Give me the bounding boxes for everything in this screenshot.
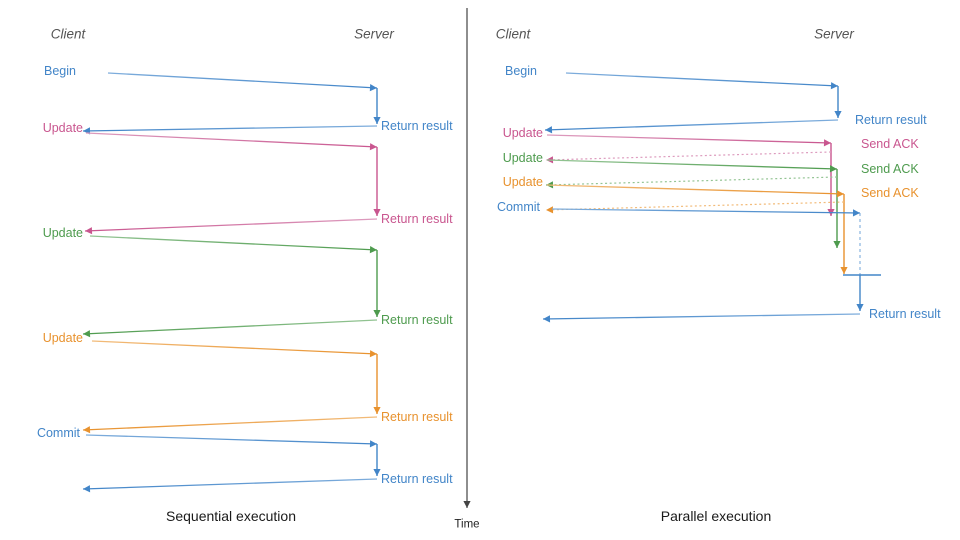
sequential-flow-update-2-request-arrowhead [369,246,377,254]
parallel-flow-update-3-hold-arrowhead [840,267,848,274]
parallel-flow-update-1-request-arrowhead [823,139,831,147]
parallel-flow-update-2-hold-arrowhead [833,241,841,248]
parallel-client-label-update2: Update [502,150,543,165]
sequential-server-header: Server [354,26,394,42]
parallel-client-label-begin: Begin [505,63,537,78]
parallel-flow-update-3-ack-line [545,201,845,211]
parallel-flow-update-1-request-line [546,134,832,144]
sequential-flow-update-3-request-line [91,340,378,355]
time-axis-label: Time [454,518,480,531]
parallel-flow-update-3-request-arrowhead [836,190,844,198]
sequential-flow-begin-response-line [82,125,378,132]
sequential-flow-update-3-response-line [82,416,378,431]
parallel-client-label-commit: Commit [496,199,540,214]
sequential-server-label-return5: Return result [381,471,453,486]
parallel-flow-begin-hold-arrowhead [834,111,842,118]
sequential-server-label-return2: Return result [381,211,453,226]
sequential-flow-update-1-request-line [85,132,378,148]
sequential-flow-commit-response-line [82,478,378,490]
sequential-flow-begin-request-arrowhead [369,84,377,92]
parallel-client-label-update3: Update [502,174,543,189]
sequential-flow-update-2-request-line [89,235,378,251]
parallel-caption: Parallel execution [660,508,772,524]
sequential-flow-commit-response-arrowhead [83,485,91,493]
parallel-flow-commit-response-arrowhead [543,315,551,323]
parallel-flow-update-1-ack-line [545,151,832,161]
sequential-flow-update-2-hold-arrowhead [373,310,381,317]
sequential-server-label-return3: Return result [381,312,453,327]
parallel-flow-begin-response-arrowhead [545,126,553,134]
time-axis-arrowhead [463,501,471,508]
parallel-client-label-update1: Update [502,125,543,140]
sequential-flow-commit-hold-arrowhead [373,469,381,476]
sequential-flow-update-2-response-line [82,319,378,335]
sequential-client-label-commit: Commit [36,425,80,440]
parallel-server-label-ack3: Send ACK [861,185,919,200]
parallel-client-header: Client [495,26,531,42]
sequential-server-label-return4: Return result [381,409,453,424]
sequential-flow-update-3-response-arrowhead [83,426,91,434]
parallel-server-label-return1: Return result [855,112,927,127]
parallel-flow-begin-request-line [565,72,839,87]
sequential-flow-commit-request-arrowhead [369,440,377,448]
sequential-caption: Sequential execution [166,508,296,524]
sequential-flow-update-1-request-arrowhead [369,143,377,151]
sequential-client-label-update2: Update [42,225,83,240]
sequential-flow-update-3-request-arrowhead [369,350,377,358]
parallel-flow-update-2-request-line [546,159,838,170]
sequential-flow-commit-request-line [85,434,378,445]
parallel-server-header: Server [814,26,854,42]
sequential-flow-update-1-response-arrowhead [85,227,93,235]
parallel-flow-update-2-ack-line [545,176,838,186]
sequential-flow-begin-request-line [107,72,378,89]
parallel-flow-begin-response-line [544,119,839,131]
parallel-flow-commit-request-line [551,208,861,214]
sequential-flow-update-1-hold-arrowhead [373,209,381,216]
sequential-flow-update-1-response-line [84,218,378,232]
parallel-server-label-ack2: Send ACK [861,161,919,176]
sequential-flow-update-3-hold-arrowhead [373,407,381,414]
sequential-flow-begin-hold-arrowhead [373,117,381,124]
parallel-flow-commit-response-line [542,313,861,320]
sequential-client-header: Client [50,26,86,42]
parallel-flow-update-3-request-line [546,184,845,195]
sequential-client-label-update3: Update [42,330,83,345]
sequential-client-label-begin: Begin [44,63,76,78]
parallel-flow-commit-hold-arrowhead [856,304,864,311]
sequential-flow-update-2-response-arrowhead [83,330,91,338]
parallel-flow-commit-request-arrowhead [852,209,860,217]
parallel-server-label-return2: Return result [869,306,941,321]
parallel-server-label-ack1: Send ACK [861,136,919,151]
sequential-client-label-update1: Update [42,120,83,135]
parallel-flow-update-3-ack-arrowhead [546,206,554,214]
parallel-flow-begin-request-arrowhead [830,82,838,90]
parallel-flow-update-2-request-arrowhead [829,165,837,173]
sequential-server-label-return1: Return result [381,118,453,133]
